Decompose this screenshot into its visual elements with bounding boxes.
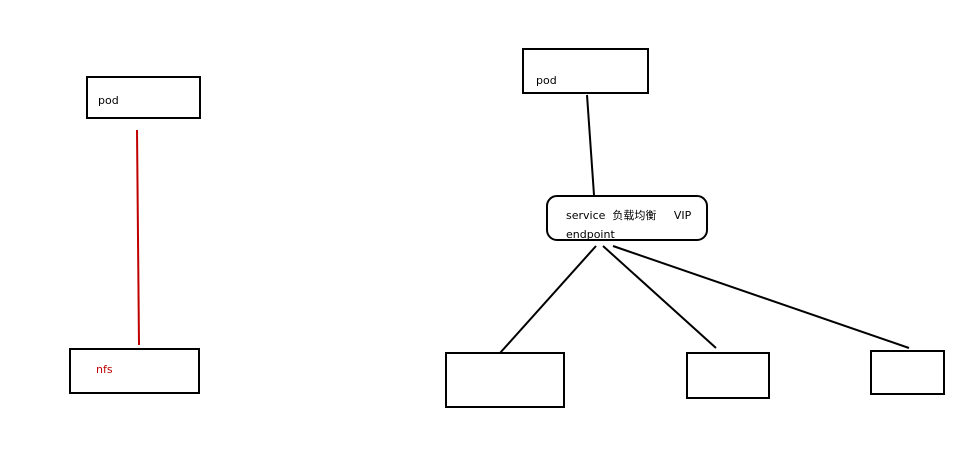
service-label-line1: service 负载均衡 VIP — [566, 208, 692, 222]
right-pod-box — [522, 48, 649, 94]
service-to-backend-2-line — [602, 245, 717, 349]
pod-to-service-line — [586, 94, 595, 196]
service-box — [546, 195, 708, 241]
service-to-backend-1-line — [499, 245, 597, 354]
service-label-line2: endpoint — [566, 228, 615, 241]
right-pod-label: pod — [536, 74, 557, 87]
left-nfs-box — [69, 348, 200, 394]
right-group: pod service 负载均衡 VIP endpoint — [445, 48, 945, 408]
service-to-backend-3-line — [612, 245, 910, 349]
left-connector-line — [136, 129, 140, 346]
backend-box-1 — [445, 352, 565, 408]
left-nfs-label: nfs — [96, 363, 113, 376]
backend-box-3 — [870, 350, 945, 395]
left-group: pod nfs — [69, 76, 201, 394]
left-pod-label: pod — [98, 94, 119, 107]
backend-box-2 — [686, 352, 770, 399]
left-pod-box — [86, 76, 201, 119]
